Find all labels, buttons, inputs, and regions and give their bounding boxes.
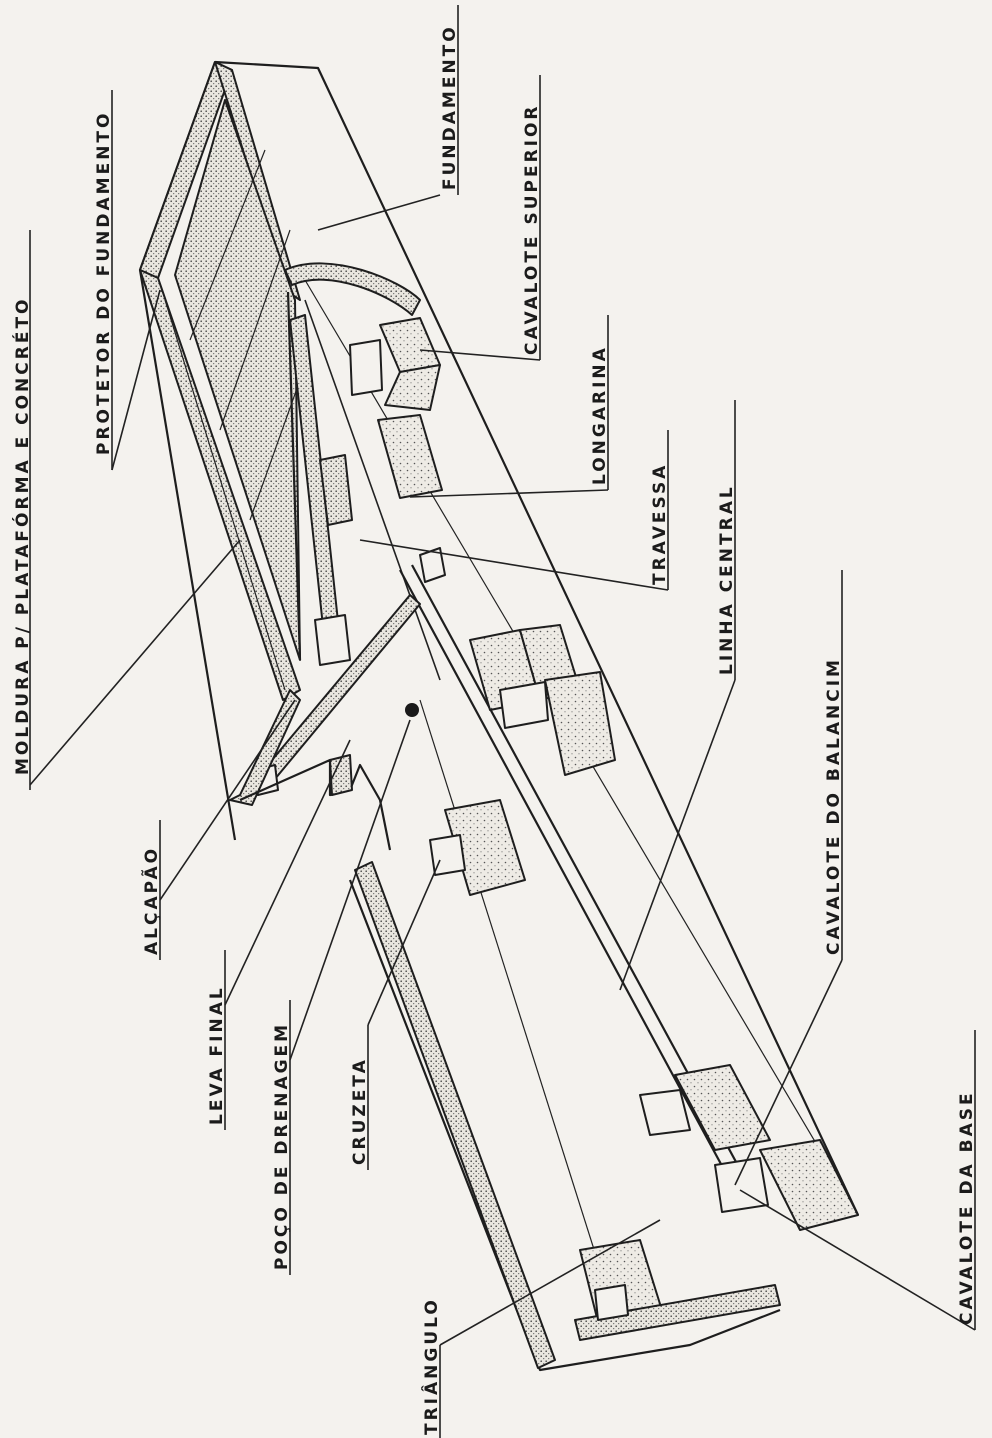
- label-triangulo: TRIÂNGULO: [420, 1297, 442, 1435]
- foundation-protector: [284, 262, 421, 316]
- base-blocks: [574, 1064, 859, 1341]
- platform-frame: [139, 61, 302, 701]
- longarina-travessa: [289, 299, 441, 681]
- label-travessa: TRAVESSA: [650, 463, 670, 585]
- leader-lines: [29, 194, 976, 1346]
- label-poco-drenagem: POÇO DE DRENAGEM: [272, 1022, 292, 1270]
- labels: MOLDURA P/ PLATAFÓRMA E CONCRÉTO PROTETO…: [11, 24, 977, 1435]
- label-cavalote-balancim: CAVALOTE DO BALANCIM: [824, 657, 844, 955]
- label-cavalote-base: CAVALOTE DA BASE: [957, 1090, 977, 1325]
- label-longarina: LONGARINA: [590, 345, 610, 485]
- label-fundamento: FUNDAMENTO: [440, 24, 460, 190]
- label-underlines: [29, 5, 976, 1438]
- balancim-blocks: [429, 624, 616, 896]
- label-leva-final: LEVA FINAL: [207, 985, 227, 1125]
- label-cavalote-superior: CAVALOTE SUPERIOR: [522, 103, 542, 355]
- label-alcapao: ALÇAPÃO: [139, 846, 162, 955]
- label-cruzeta: CRUZETA: [350, 1057, 370, 1165]
- label-protetor: PROTETOR DO FUNDAMENTO: [94, 111, 114, 455]
- drain-hole-icon: [405, 703, 419, 717]
- label-moldura: MOLDURA P/ PLATAFÓRMA E CONCRÉTO: [11, 297, 33, 776]
- upper-cavalote-blocks: [349, 317, 443, 499]
- label-linha-central: LINHA CENTRAL: [717, 484, 737, 675]
